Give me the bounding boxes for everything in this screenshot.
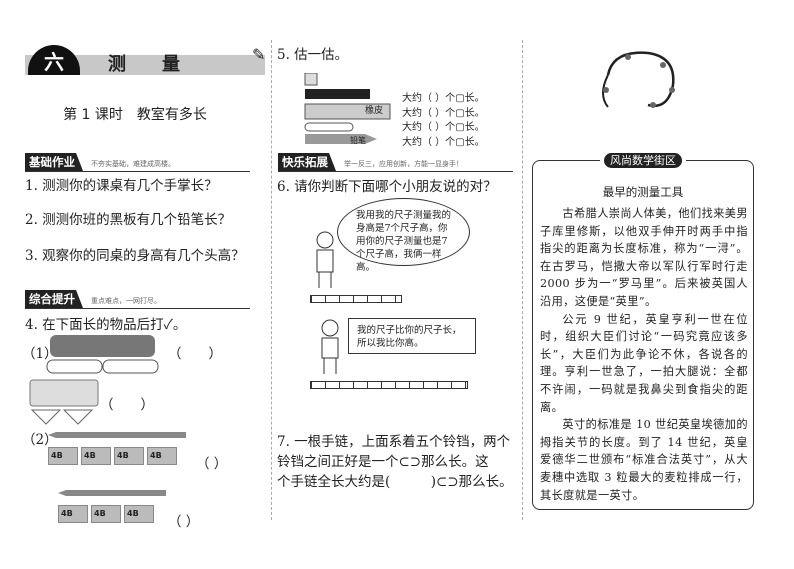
- article-body: 古希腊人崇尚人体美，他们找来美男子库里修斯，以他双手伸开时两手中指指尖的距离为长…: [540, 205, 748, 504]
- eraser: 4B: [81, 447, 111, 465]
- child-2-illustration: [321, 319, 339, 374]
- pencil-case-and-clips-image: [46, 335, 159, 374]
- unit-number: 六: [28, 45, 80, 75]
- lesson-title: 第 1 课时 教室有多长: [63, 107, 207, 123]
- child-1-illustration: [316, 231, 334, 288]
- question-1: 1. 测测你的课桌有几个手掌长？: [25, 178, 218, 194]
- pencil-box-and-clips-image: [29, 379, 99, 425]
- eraser: 4B: [48, 447, 78, 465]
- estimate-row: 大约（ ）个▢长。: [402, 93, 485, 104]
- eraser: 4B: [114, 447, 144, 465]
- section-header-extension: 快乐拓展 举一反三，应用创新，方能一显身手！: [278, 153, 513, 172]
- section-header-comprehensive: 综合提升 重点难点，一网打尽。: [25, 290, 250, 309]
- article-title: 最早的测量工具: [602, 185, 684, 199]
- question-4: 4. 在下面长的物品后打✓。: [25, 317, 187, 333]
- question-2: 2. 测测你班的黑板有几个铅笔长？: [25, 212, 232, 228]
- short-ruler: [310, 295, 402, 303]
- question-7-line-2: 铃铛之间正好是一个⊂⊃那么长。这: [277, 454, 489, 470]
- long-ruler: [310, 381, 468, 389]
- long-pencil-image: [48, 432, 186, 438]
- question-5: 5. 估一估。: [277, 47, 349, 63]
- box-title: 风尚数学街区: [600, 152, 686, 168]
- column-divider: [522, 40, 523, 520]
- article-paragraph: 公元 9 世纪，英皇亨利一世在位时，组织大臣们讨论“一码究竟应该多长”，大臣们为…: [540, 312, 748, 414]
- eraser: 4B: [124, 505, 154, 523]
- section-motto: 不夯实基础，难建成高楼。: [91, 160, 175, 168]
- answer-blank[interactable]: （ ）: [168, 346, 222, 362]
- estimate-row: 大约（ ）个▢长。: [402, 122, 485, 133]
- question-6: 6. 请你判断下面哪个小朋友说的对？: [277, 179, 497, 195]
- eraser-text: 橡皮: [365, 106, 384, 116]
- question-7-line-1: 7. 一根手链，上面系着五个铃铛，两个: [277, 434, 511, 450]
- eraser: 4B: [58, 505, 88, 523]
- section-header-basic: 基础作业 不夯实基础，难建成高楼。: [25, 153, 250, 172]
- estimate-row: 大约（ ）个▢长。: [402, 107, 485, 119]
- unit-title-1: 测: [108, 54, 126, 75]
- pencil-icon: ✎: [252, 45, 266, 64]
- speech-bubble-1: 我用我的尺子测量我的身高是7个尺子高，你用你的尺子测量也是7个尺子高，我俩一样高…: [337, 198, 470, 273]
- answer-blank[interactable]: （ ）: [168, 514, 200, 530]
- unit-title-2: 量: [162, 54, 180, 75]
- section-label: 基础作业: [25, 153, 83, 171]
- part-2-label: （2）: [22, 432, 58, 448]
- estimate-list: 大约（ ）个▢长。 大约（ ）个▢长。 大约（ ）个▢长。 大约（ ）个▢长。: [402, 92, 485, 150]
- article-paragraph: 古希腊人崇尚人体美，他们找来美男子库里修斯，以他双手伸开时两手中指指尖的距离为长…: [540, 207, 748, 308]
- eraser: 4B: [91, 505, 121, 523]
- article-paragraph: 英寸的标准是 10 世纪英皇埃德加的拇指关节的长度。到了 14 世纪，英皇爱德华…: [540, 418, 748, 502]
- estimate-row: 大约（ ）个▢长。: [402, 136, 485, 148]
- answer-blank[interactable]: （ ）: [100, 397, 154, 413]
- question-7-line-3: 个手链全长大约是( )⊂⊃那么长。: [277, 474, 513, 490]
- unit-banner: [25, 55, 265, 75]
- speech-bubble-2: 我的尺子比你的尺子长，所以我比你高。: [348, 318, 476, 354]
- part-1-label: （1）: [22, 346, 58, 362]
- paperclip-icon: ⊂⊃: [436, 474, 459, 490]
- answer-blank[interactable]: （ ）: [196, 456, 228, 472]
- short-pencil-image: [58, 490, 166, 496]
- column-divider: [271, 40, 272, 520]
- section-label: 快乐拓展: [278, 153, 336, 171]
- question-3: 3. 观察你的同桌的身高有几个头高？: [25, 248, 245, 264]
- pen-text: 铅笔: [350, 136, 366, 145]
- section-motto: 重点难点，一网打尽。: [91, 297, 161, 305]
- bracelet-image: [602, 51, 675, 108]
- section-motto: 举一反三，应用创新，方能一显身手！: [344, 160, 463, 168]
- paperclip-icon: ⊂⊃: [398, 454, 422, 470]
- objects-to-estimate-image: [304, 73, 391, 144]
- section-label: 综合提升: [25, 290, 83, 308]
- eraser: 4B: [147, 447, 177, 465]
